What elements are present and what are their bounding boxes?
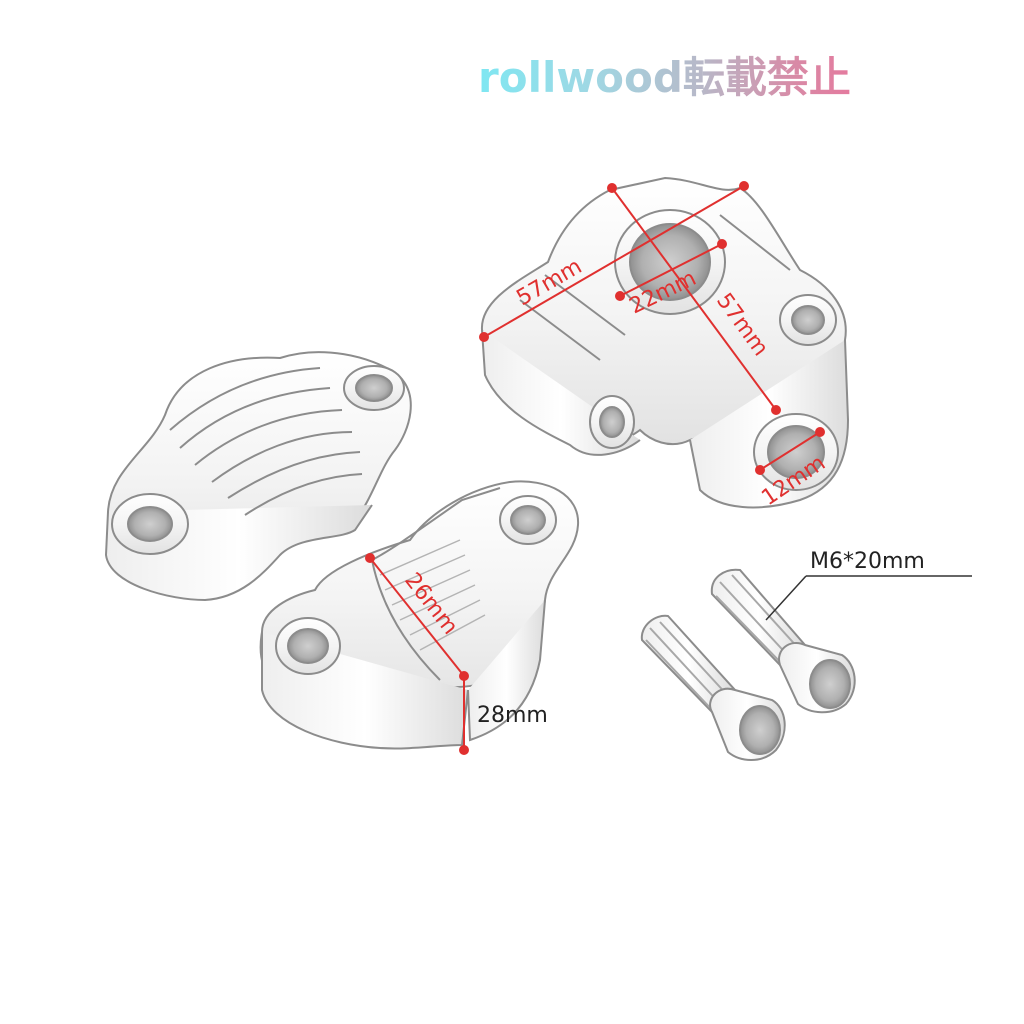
top-clamp-cap bbox=[104, 351, 412, 602]
spec-leader bbox=[765, 575, 972, 621]
bolt-spec-label: M6*20mm bbox=[810, 549, 925, 574]
riser-block bbox=[480, 176, 850, 509]
bolt-right bbox=[710, 568, 856, 714]
watermark-text: rollwood転載禁止 bbox=[478, 50, 851, 106]
bolt-left bbox=[640, 614, 786, 761]
dimension-lines bbox=[365, 181, 825, 755]
dim-label-clamp-height: 28mm bbox=[477, 703, 548, 728]
bottom-clamp bbox=[259, 480, 580, 750]
